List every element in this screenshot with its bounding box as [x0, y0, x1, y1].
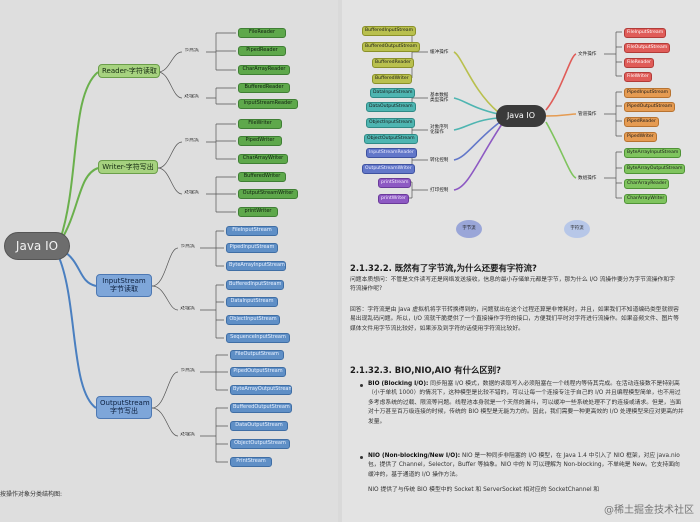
bio-text: 同步阻塞 I/O 模式，数据的读取写入必须阻塞在一个线程内等待其完成。在活动连接… — [368, 381, 684, 425]
buffer-item: BufferedWriter — [372, 74, 412, 84]
writer-leaf: BufferedWriter — [238, 172, 286, 182]
reader-category: Reader-字符读取 — [98, 64, 160, 79]
writer-proc-label: 处理流 — [184, 190, 200, 195]
inputstream-title: InputStream — [102, 277, 146, 285]
reader-leaf: InputStreamReader — [238, 99, 298, 109]
output-leaf: DataOutputStream — [230, 421, 288, 431]
convert-item: InputStreamReader — [366, 148, 417, 158]
buffer-item: BufferedOutputStream — [362, 42, 421, 52]
output-leaf: ByteArrayOutputStream — [230, 385, 292, 395]
group-label-file: 文件操作 — [578, 52, 597, 57]
group-label-buffer: 缓冲操作 — [430, 50, 449, 55]
mindmap-connectors — [57, 32, 236, 463]
file-item: FileOutputStream — [624, 43, 671, 53]
mindmap-root: Java IO — [4, 232, 70, 260]
output-proc-label: 处理流 — [180, 432, 196, 437]
legend-char-stream: 字符流 — [564, 220, 590, 238]
heading-2-1-32-3: 2.1.32.3. BIO,NIO,AIO 有什么区别? — [350, 365, 502, 375]
buffer-item: BufferedInputStream — [362, 26, 417, 36]
input-node-label: 节点流 — [180, 244, 196, 249]
pipe-item: PipedWriter — [624, 132, 657, 142]
reader-leaf: PipedReader — [238, 46, 286, 56]
print-item: printStream — [378, 178, 412, 188]
reader-leaf: BufferedReader — [238, 83, 290, 93]
input-proc-label: 处理流 — [180, 306, 196, 311]
output-node-label: 节点流 — [180, 368, 196, 373]
reader-proc-label: 处理流 — [184, 94, 200, 99]
nio-title: NIO (Non-blocking/New I/O): — [368, 453, 461, 459]
group-label-object: 对象序列化操作 — [430, 125, 449, 136]
writer-leaf: printWriter — [238, 207, 278, 217]
output-leaf: ObjectOutputStream — [230, 439, 290, 449]
right-map-root: Java IO — [496, 105, 546, 127]
reader-leaf: FileReader — [238, 28, 286, 38]
array-item: CharArrayReader — [624, 179, 670, 189]
writer-leaf: FileWriter — [238, 119, 282, 129]
output-leaf: PipedOutputStream — [230, 367, 286, 377]
writer-leaf: PipedWriter — [238, 136, 282, 146]
input-leaf: SequenceInputStream — [226, 333, 290, 343]
input-leaf: PipedInputStream — [226, 243, 278, 253]
input-leaf: BufferedInputStream — [226, 280, 284, 290]
answer-paragraph: 回答：字符流是由 Java 虚拟机将字节转换得到的，问题就出在这个过程还算是非常… — [350, 307, 679, 332]
bullet-dot — [360, 384, 363, 387]
bio-bullet: BIO (Blocking I/O): 同步阻塞 I/O 模式，数据的读取写入必… — [368, 380, 684, 427]
object-item: ObjectOutputStream — [364, 134, 418, 144]
pipe-item: PipedOutputStream — [624, 102, 676, 112]
input-leaf: ByteArrayInputStream — [226, 261, 286, 271]
group-label-pipe: 管道操作 — [578, 112, 597, 117]
pipe-item: PipedInputStream — [624, 88, 672, 98]
bio-title: BIO (Blocking I/O): — [368, 381, 429, 387]
inputstream-subtitle: 字节读取 — [110, 285, 138, 294]
left-caption: 按操作对象分类结构图: — [0, 491, 63, 498]
writer-category: Writer-字符写出 — [98, 160, 158, 175]
array-item: CharArrayWriter — [624, 194, 668, 204]
nio-bullet: NIO (Non-blocking/New I/O): NIO 是一种同步非阻塞… — [368, 452, 684, 480]
outputstream-category: OutputStream 字节写出 — [96, 396, 152, 419]
heading-2-1-32-2: 2.1.32.2. 既然有了字节流,为什么还要有字符流? — [350, 263, 537, 273]
nio-text: NIO 是一种同步非阻塞的 I/O 模型，在 Java 1.4 中引入了 NIO… — [368, 453, 680, 478]
object-item: ObjectInputStream — [366, 118, 416, 128]
left-page-mindmap: Java IO Reader-字符读取 节点流 处理流 FileReader P… — [0, 0, 338, 522]
array-item: ByteArrayInputStream — [624, 148, 682, 158]
output-leaf: BufferedOutputStream — [230, 403, 292, 413]
data-item: DataOutputStream — [366, 102, 416, 112]
file-item: FileInputStream — [624, 28, 667, 38]
pipe-item: PipedReader — [624, 117, 659, 127]
file-item: FileReader — [624, 58, 654, 68]
group-label-print: 打印控制 — [430, 188, 449, 193]
right-map-connectors — [408, 29, 622, 199]
legend-byte-stream: 字节流 — [456, 220, 482, 238]
writer-node-label: 节点流 — [184, 138, 200, 143]
outputstream-subtitle: 字节写出 — [110, 407, 138, 416]
print-item: printWriter — [378, 194, 409, 204]
group-label-data: 基本数据类型操作 — [430, 93, 449, 104]
outputstream-title: OutputStream — [100, 399, 150, 407]
group-label-array: 数组操作 — [578, 176, 597, 181]
input-leaf: DataInputStream — [226, 297, 278, 307]
buffer-item: BufferedReader — [372, 58, 414, 68]
watermark: @稀土掘金技术社区 — [604, 505, 694, 516]
array-item: ByteArrayOutputStream — [624, 164, 686, 174]
group-label-convert: 转化控制 — [430, 158, 449, 163]
reader-leaf: CharArrayReader — [238, 65, 290, 75]
input-leaf: FileInputStream — [226, 226, 278, 236]
reader-node-label: 节点流 — [184, 48, 200, 53]
output-leaf: PrintStream — [230, 457, 272, 467]
inputstream-category: InputStream 字节读取 — [96, 274, 152, 297]
nio-bullet-continued: NIO 提供了与传统 BIO 模型中的 Socket 和 ServerSocke… — [368, 487, 600, 493]
question-paragraph: 问题本质想问：不管是文件读写还是网络发送接收，信息的最小存储单元都是字节，那为什… — [350, 277, 675, 293]
file-item: FileWriter — [624, 72, 652, 82]
writer-leaf: CharArrayWriter — [238, 154, 288, 164]
output-leaf: FileOutputStream — [230, 350, 284, 360]
data-item: DataInputStream — [370, 88, 416, 98]
writer-leaf: OutputStreamWriter — [238, 189, 298, 199]
right-page: Java IO 缓冲操作 BufferedInputStream Buffere… — [342, 0, 700, 522]
bullet-dot — [360, 456, 363, 459]
convert-item: OutputStreamWriter — [362, 164, 415, 174]
input-leaf: ObjectInputStream — [226, 315, 280, 325]
